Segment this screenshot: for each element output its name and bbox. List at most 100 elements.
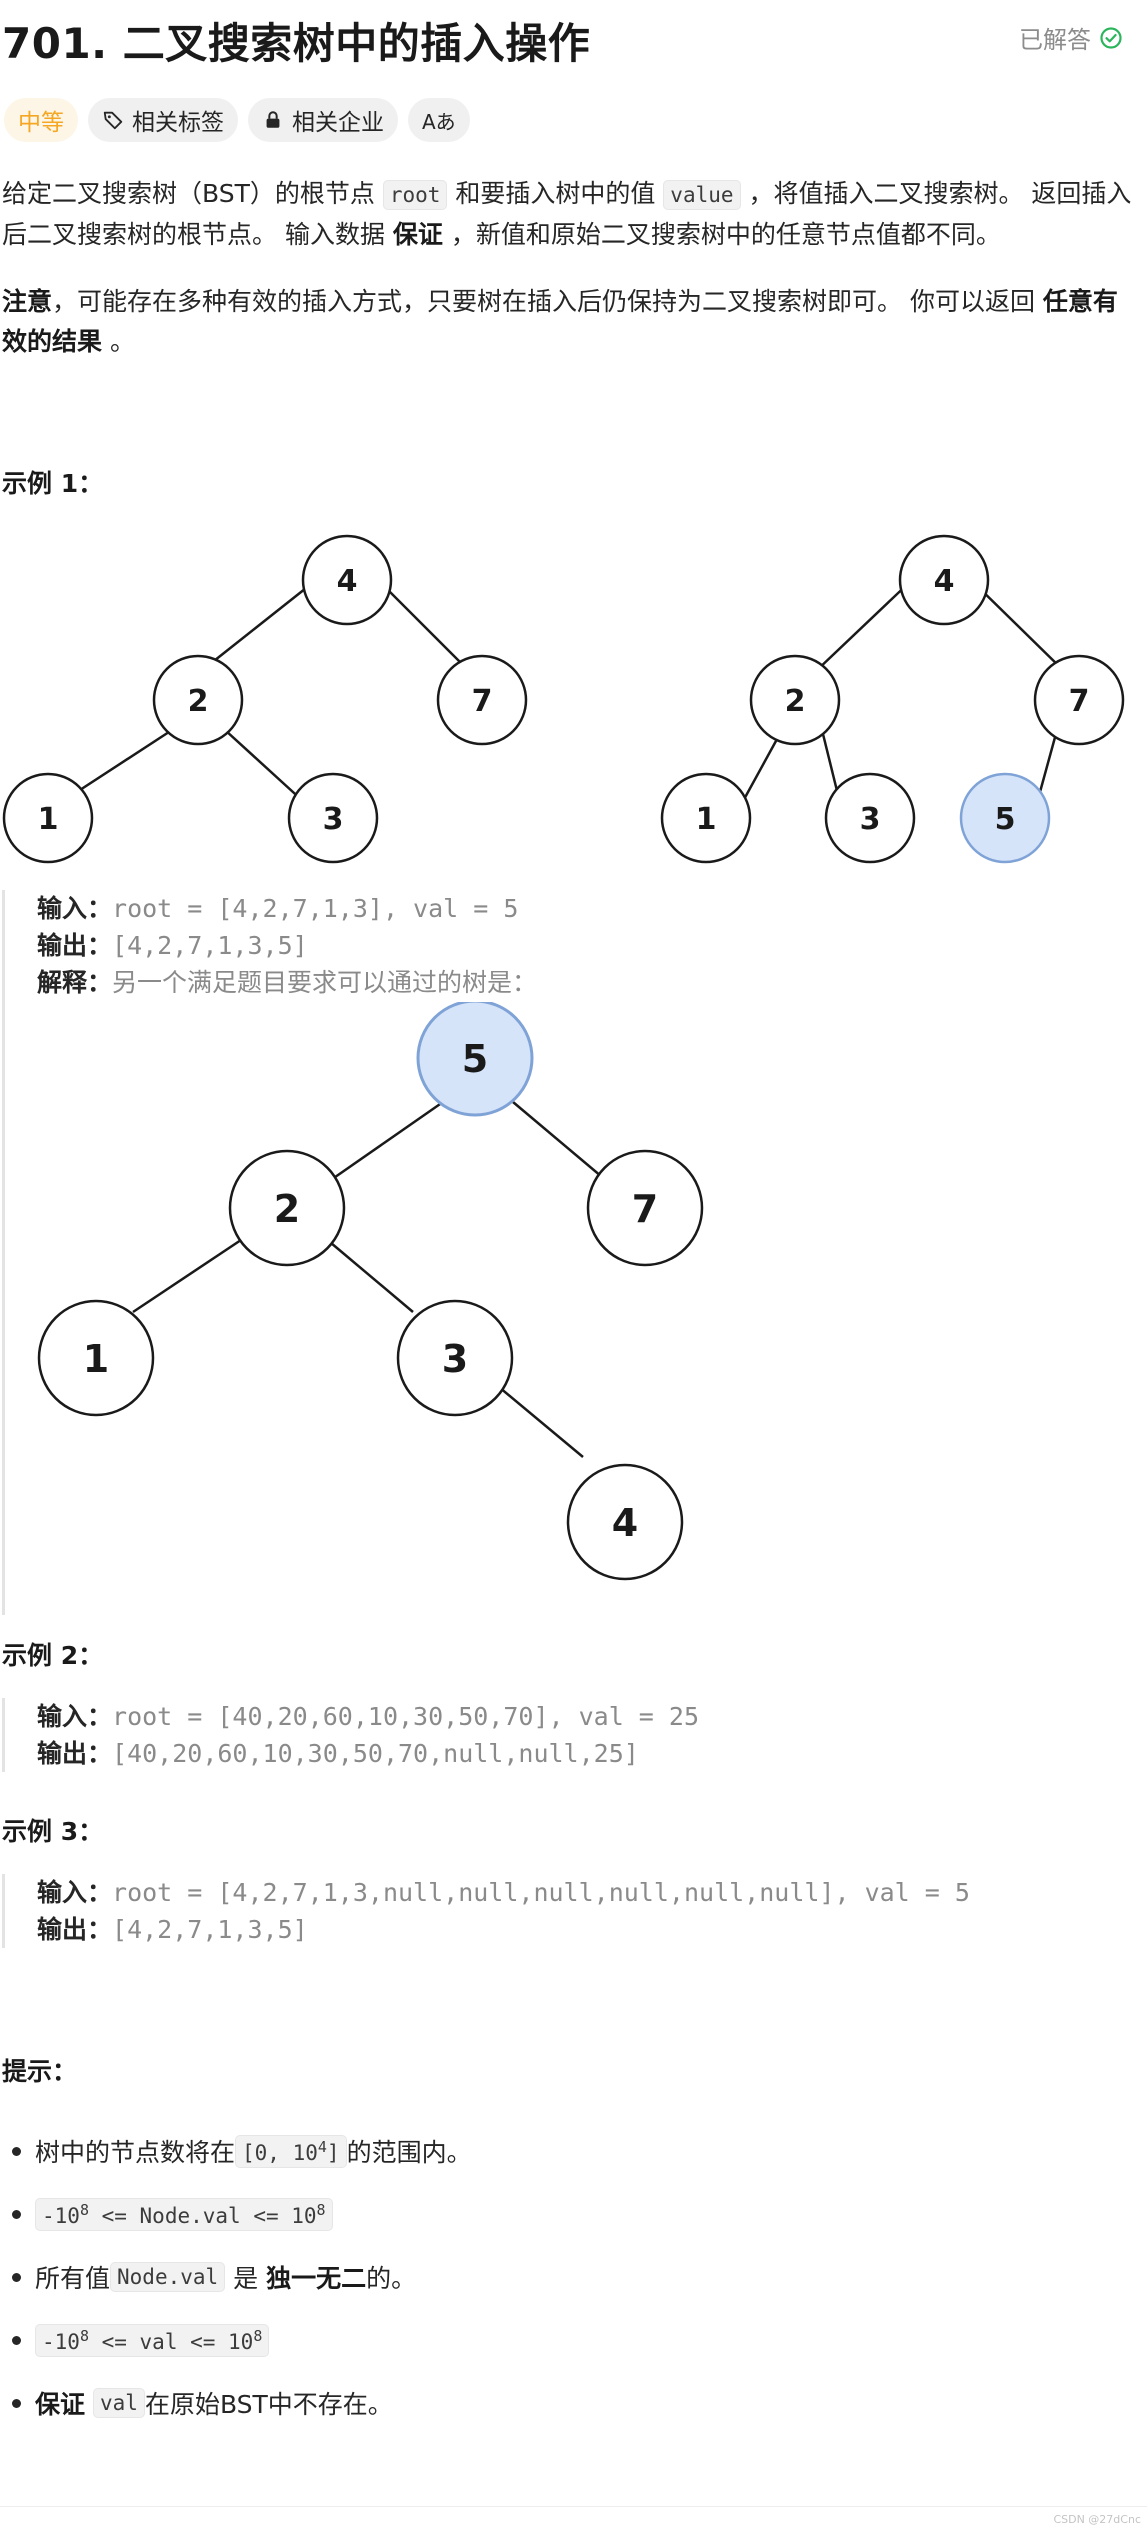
tree-node	[228, 1149, 346, 1267]
difficulty-badge: 中等	[4, 98, 78, 142]
node-label: 2	[274, 1187, 300, 1231]
superscript: 4	[317, 2137, 327, 2156]
tree-edge	[317, 1231, 414, 1313]
node-label: 1	[696, 802, 717, 837]
example-1-trees: 4 2 7 1 3 4 2 7 1 3 5	[2, 534, 1125, 864]
bullet	[12, 2146, 21, 2156]
tree-edge	[512, 1101, 609, 1183]
superscript: 8	[316, 2200, 326, 2219]
example-1-explanation: 解释：另一个满足题目要求可以通过的树是：	[37, 964, 537, 1001]
example-1-alt-tree: 5 2 7 1 3	[37, 1002, 704, 1458]
hints-heading: 提示：	[2, 2057, 78, 2086]
node-label: 3	[442, 1337, 468, 1381]
example-2-input: 输入：root = [40,20,60,10,30,50,70], val = …	[37, 1698, 699, 1735]
description-paragraph-1: 给定二叉搜索树（BST）的根节点 root 和要插入树中的值 value ，将值…	[2, 174, 1132, 255]
check-circle-icon	[1100, 26, 1122, 49]
inline-code: [0, 104]	[235, 2134, 347, 2168]
related-tags-button[interactable]: 相关标签	[88, 98, 238, 142]
related-companies-button[interactable]: 相关企业	[248, 98, 398, 142]
inline-code: -108 <= val <= 108	[35, 2323, 270, 2357]
tree-node	[152, 654, 244, 746]
text: 的。	[366, 2264, 417, 2293]
node-label: 5	[462, 1037, 488, 1081]
problem-name: 二叉搜索树中的插入操作	[122, 19, 591, 68]
tree-edge	[374, 576, 471, 673]
bold-text: 注意	[2, 287, 53, 316]
node-label: 1	[38, 802, 59, 837]
node-label: 3	[323, 802, 344, 837]
related-tags-label: 相关标签	[132, 110, 224, 136]
node-label: 7	[632, 1187, 658, 1231]
tree-edge	[814, 576, 916, 673]
input-label: 输入：	[37, 894, 113, 923]
node-label: 3	[860, 802, 881, 837]
solved-status: 已解答	[1019, 20, 1123, 55]
tree-edge	[132, 1230, 254, 1314]
hint-item: 保证 val 在原始BST中不存在。	[2, 2382, 1102, 2424]
example-2-block: 输入：root = [40,20,60,10,30,50,70], val = …	[2, 1698, 699, 1772]
translate-button[interactable]: Aあ	[408, 98, 470, 142]
node-label: 4	[934, 564, 955, 599]
text: -10	[42, 2329, 80, 2354]
tag-bar: 中等 相关标签 相关企业 Aあ	[4, 98, 470, 142]
tree-node-highlighted	[416, 1002, 534, 1117]
lock-icon	[266, 111, 280, 128]
output-value: [4,2,7,1,3,5]	[112, 931, 308, 960]
node-label: 7	[1069, 684, 1090, 719]
text: 是	[225, 2264, 267, 2293]
text: 树中的节点数将在	[35, 2138, 236, 2167]
text: <= val <= 10	[88, 2329, 254, 2354]
problem-number: 701.	[2, 19, 108, 68]
tree-edge	[740, 729, 784, 804]
text: 和要插入树中的值	[447, 179, 664, 208]
text: ，可能存在多种有效的插入方式，只要树在插入后仍保持为二叉搜索树即可。 你可以返回	[52, 287, 1043, 316]
example-1-block: 输入：root = [4,2,7,1,3], val = 5 输出：[4,2,7…	[2, 890, 704, 1615]
tree-node	[1033, 654, 1125, 746]
tree-node	[824, 772, 916, 864]
tree-node	[586, 1149, 704, 1267]
text: 给定二叉搜索树（BST）的根节点	[2, 179, 383, 208]
tree-edge	[327, 1100, 444, 1184]
tree-node-highlighted	[959, 772, 1051, 864]
output-label: 输出：	[37, 1915, 113, 1944]
explain-text: 另一个满足题目要求可以通过的树是：	[112, 968, 538, 997]
input-value: root = [4,2,7,1,3], val = 5	[112, 894, 519, 923]
node-label: 5	[995, 802, 1016, 837]
related-companies-label: 相关企业	[292, 110, 384, 136]
hint-item: -108 <= Node.val <= 108	[2, 2193, 1102, 2235]
example-1-input: 输入：root = [4,2,7,1,3], val = 5	[37, 890, 537, 927]
inline-code-value: value	[663, 180, 741, 210]
example-2-heading: 示例 2：	[2, 1641, 104, 1670]
example-2-output: 输出：[40,20,60,10,30,50,70,null,null,25]	[37, 1735, 699, 1772]
input-value: root = [4,2,7,1,3,null,null,null,null,nu…	[112, 1878, 970, 1907]
text: 的范围内。	[346, 2138, 472, 2167]
text: ，将值插入二叉搜索树。 返回插入后二叉搜索树的根节点。 输入数据	[2, 179, 1132, 249]
example-3-block: 输入：root = [4,2,7,1,3,null,null,null,null…	[2, 1874, 970, 1948]
bullet	[12, 2398, 21, 2408]
text: ，新值和原始二叉搜索树中的任意节点值都不同。	[442, 220, 1001, 249]
tree-node	[301, 534, 393, 626]
node-label: 4	[612, 1501, 638, 1545]
node-label: 1	[83, 1337, 109, 1381]
tree-node	[2, 772, 94, 864]
divider	[0, 2506, 1147, 2507]
superscript: 8	[79, 2326, 89, 2345]
example-1-output: 输出：[4,2,7,1,3,5]	[37, 927, 537, 964]
text: 所有值	[35, 2264, 111, 2293]
problem-title: 701. 二叉搜索树中的插入操作	[2, 10, 590, 71]
tree-edge	[199, 576, 321, 673]
output-label: 输出：	[37, 1739, 113, 1768]
text: <= Node.val <= 10	[88, 2203, 317, 2228]
bold-text: 保证	[392, 220, 443, 249]
watermark: CSDN @27dCnc	[1053, 2513, 1141, 2526]
node-label: 7	[472, 684, 493, 719]
difficulty-label: 中等	[18, 110, 64, 136]
superscript: 8	[79, 2200, 89, 2219]
input-value: root = [40,20,60,10,30,50,70], val = 25	[112, 1702, 700, 1731]
description-paragraph-2: 注意，可能存在多种有效的插入方式，只要树在插入后仍保持为二叉搜索树即可。 你可以…	[2, 282, 1132, 362]
text: [0, 10	[242, 2140, 318, 2165]
bullet	[12, 2272, 21, 2282]
tree-node	[436, 654, 528, 746]
tree-node	[396, 1299, 514, 1417]
